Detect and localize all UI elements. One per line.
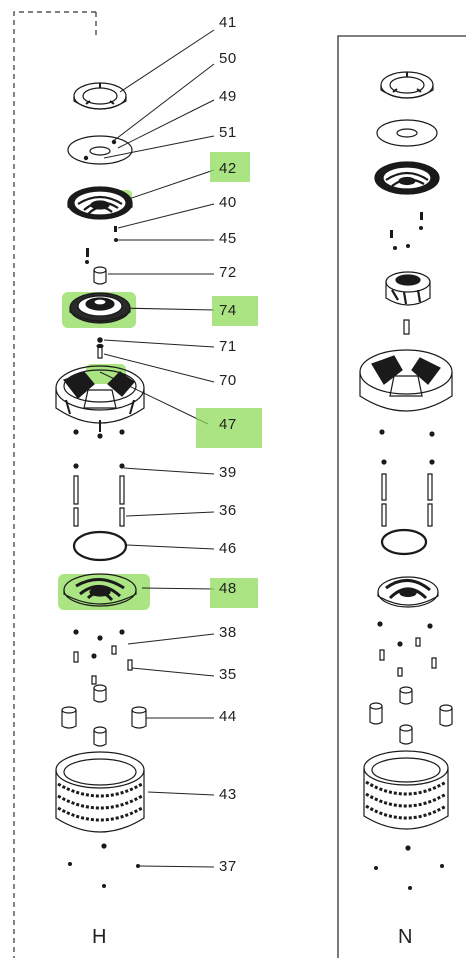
callout-40: 40 bbox=[219, 194, 237, 211]
n-o-ring bbox=[380, 528, 428, 556]
callout-47-highlight bbox=[196, 408, 262, 448]
part-44-feet bbox=[61, 684, 147, 747]
n-spiral-plate bbox=[374, 161, 440, 195]
callout-37: 37 bbox=[219, 858, 237, 875]
variant-label-h: H bbox=[92, 926, 107, 948]
n-bolts bbox=[381, 459, 435, 527]
variant-n-parts bbox=[359, 71, 453, 890]
n-pins bbox=[390, 212, 423, 250]
callout-47: 47 bbox=[219, 416, 237, 433]
variant-h-parts bbox=[55, 82, 147, 888]
part-74-hub bbox=[69, 292, 131, 324]
n-housing bbox=[359, 349, 453, 437]
callout-74: 74 bbox=[219, 302, 237, 319]
part-46-o-ring bbox=[72, 530, 128, 562]
part-35-38-screws bbox=[73, 629, 133, 685]
callout-42: 42 bbox=[219, 160, 237, 177]
callout-51: 51 bbox=[219, 124, 237, 141]
callout-35: 35 bbox=[219, 666, 237, 683]
n-screws bbox=[377, 621, 437, 677]
part-48-impeller bbox=[63, 573, 137, 607]
variant-n-frame bbox=[337, 35, 466, 958]
n-feet bbox=[369, 686, 453, 745]
callout-39: 39 bbox=[219, 464, 237, 481]
part-43-basket bbox=[55, 751, 145, 849]
n-bottom-screws bbox=[374, 864, 444, 890]
callout-49: 49 bbox=[219, 88, 237, 105]
part-70-71-screw bbox=[96, 337, 104, 359]
callout-50: 50 bbox=[219, 50, 237, 67]
part-42-spiral-plate bbox=[67, 186, 133, 220]
callout-41: 41 bbox=[219, 14, 237, 31]
part-36-39-bolts bbox=[73, 463, 125, 527]
n-thin-disc bbox=[376, 119, 438, 147]
n-split-ring bbox=[380, 71, 434, 99]
part-41-split-ring bbox=[73, 82, 127, 110]
leader-lines bbox=[99, 29, 215, 868]
part-50-thin-disc bbox=[67, 135, 133, 165]
callout-36: 36 bbox=[219, 502, 237, 519]
callout-43: 43 bbox=[219, 786, 237, 803]
callout-48: 48 bbox=[219, 580, 237, 597]
callout-42-highlight bbox=[210, 152, 250, 182]
callout-74-highlight bbox=[212, 296, 258, 326]
n-impeller bbox=[377, 576, 439, 608]
part-37-bottom-screws bbox=[68, 862, 140, 888]
callout-44: 44 bbox=[219, 708, 237, 725]
callout-45: 45 bbox=[219, 230, 237, 247]
n-motor-hub bbox=[385, 271, 431, 335]
callout-46: 46 bbox=[219, 540, 237, 557]
part-40-45-pins bbox=[85, 226, 118, 264]
callout-72: 72 bbox=[219, 264, 237, 281]
frames bbox=[13, 11, 466, 958]
callout-71: 71 bbox=[219, 338, 237, 355]
variant-label-n: N bbox=[398, 926, 413, 948]
callout-38: 38 bbox=[219, 624, 237, 641]
part-72-sleeve bbox=[93, 266, 107, 285]
n-basket bbox=[363, 750, 449, 851]
part-47-housing bbox=[55, 365, 145, 439]
callout-48-highlight bbox=[210, 578, 258, 608]
callout-70: 70 bbox=[219, 372, 237, 389]
variant-h-dashed-frame bbox=[13, 11, 97, 958]
